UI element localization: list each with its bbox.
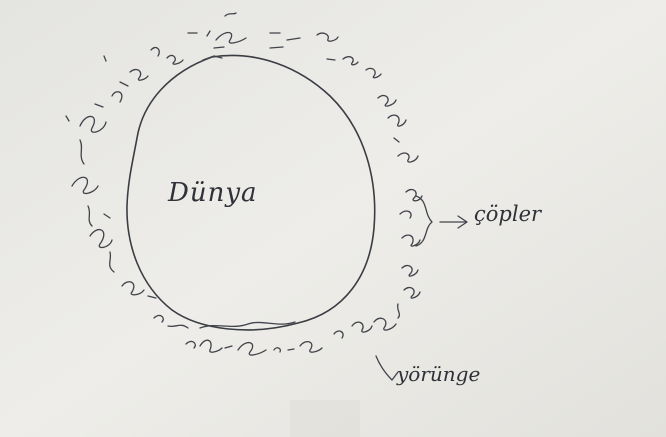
debris-label: çöpler (474, 202, 541, 226)
orbit-label: yörünge (397, 362, 480, 386)
paper-smudge (290, 400, 360, 437)
earth-label: Dünya (168, 178, 258, 208)
